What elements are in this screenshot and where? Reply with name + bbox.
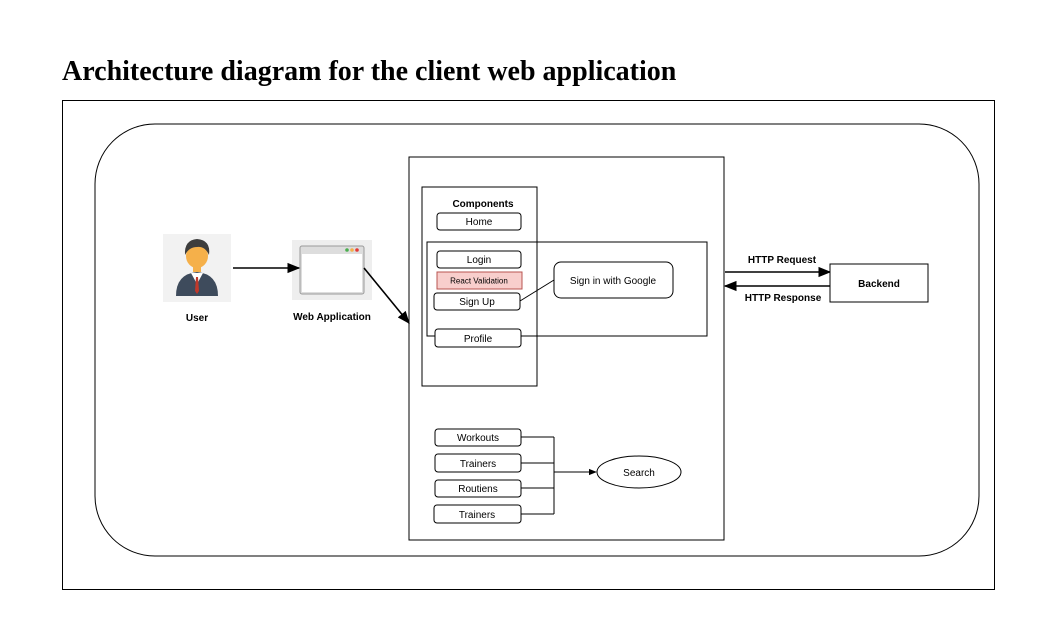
browser-window-icon (299, 245, 365, 295)
trainers-item: Trainers (434, 453, 522, 473)
svg-text:Backend: Backend (858, 279, 900, 290)
trainers-item-2: Trainers (433, 504, 522, 524)
sign-up-component: Sign Up (433, 292, 521, 311)
routiens-item: Routiens (434, 479, 522, 498)
svg-text:Login: Login (467, 255, 491, 266)
backend-box: Backend (829, 263, 929, 303)
http-response-label: HTTP Response (745, 293, 822, 304)
diagram-frame (62, 100, 995, 590)
react-validation-component: React Validation (436, 271, 523, 290)
search-node: Search (596, 455, 682, 489)
web-application-actor: Web Application (292, 240, 372, 323)
svg-text:Trainers: Trainers (460, 459, 496, 470)
client-boundary (94, 123, 980, 557)
page-title: Architecture diagram for the client web … (62, 56, 677, 87)
svg-text:Search: Search (623, 468, 655, 479)
frontend-container (408, 156, 725, 541)
sign-in-google-component: Sign in with Google (553, 261, 674, 299)
svg-text:React Validation: React Validation (450, 277, 508, 286)
user-actor: User (163, 234, 231, 324)
svg-text:Profile: Profile (464, 334, 493, 345)
svg-text:Sign Up: Sign Up (459, 297, 495, 308)
svg-text:Home: Home (466, 217, 493, 228)
workouts-item: Workouts (434, 428, 522, 447)
signup-to-google-connector (519, 279, 555, 302)
person-icon (176, 239, 218, 296)
auth-group-box (426, 241, 708, 337)
svg-text:Trainers: Trainers (459, 510, 495, 521)
user-label: User (186, 313, 208, 324)
person-tie (195, 277, 199, 294)
components-box (421, 186, 538, 387)
person-hair (184, 239, 210, 255)
http-request-label: HTTP Request (748, 255, 817, 266)
svg-text:Sign in with Google: Sign in with Google (570, 276, 657, 287)
login-component: Login (436, 250, 522, 269)
web-application-label: Web Application (293, 312, 371, 323)
svg-text:Workouts: Workouts (457, 433, 499, 444)
search-connectors (521, 436, 555, 515)
profile-component: Profile (434, 328, 522, 348)
svg-text:Routiens: Routiens (458, 484, 497, 495)
webapp-to-frontend-arrow (363, 267, 410, 324)
home-component: Home (436, 212, 522, 231)
person-face (186, 244, 208, 268)
components-heading: Components (452, 199, 514, 210)
